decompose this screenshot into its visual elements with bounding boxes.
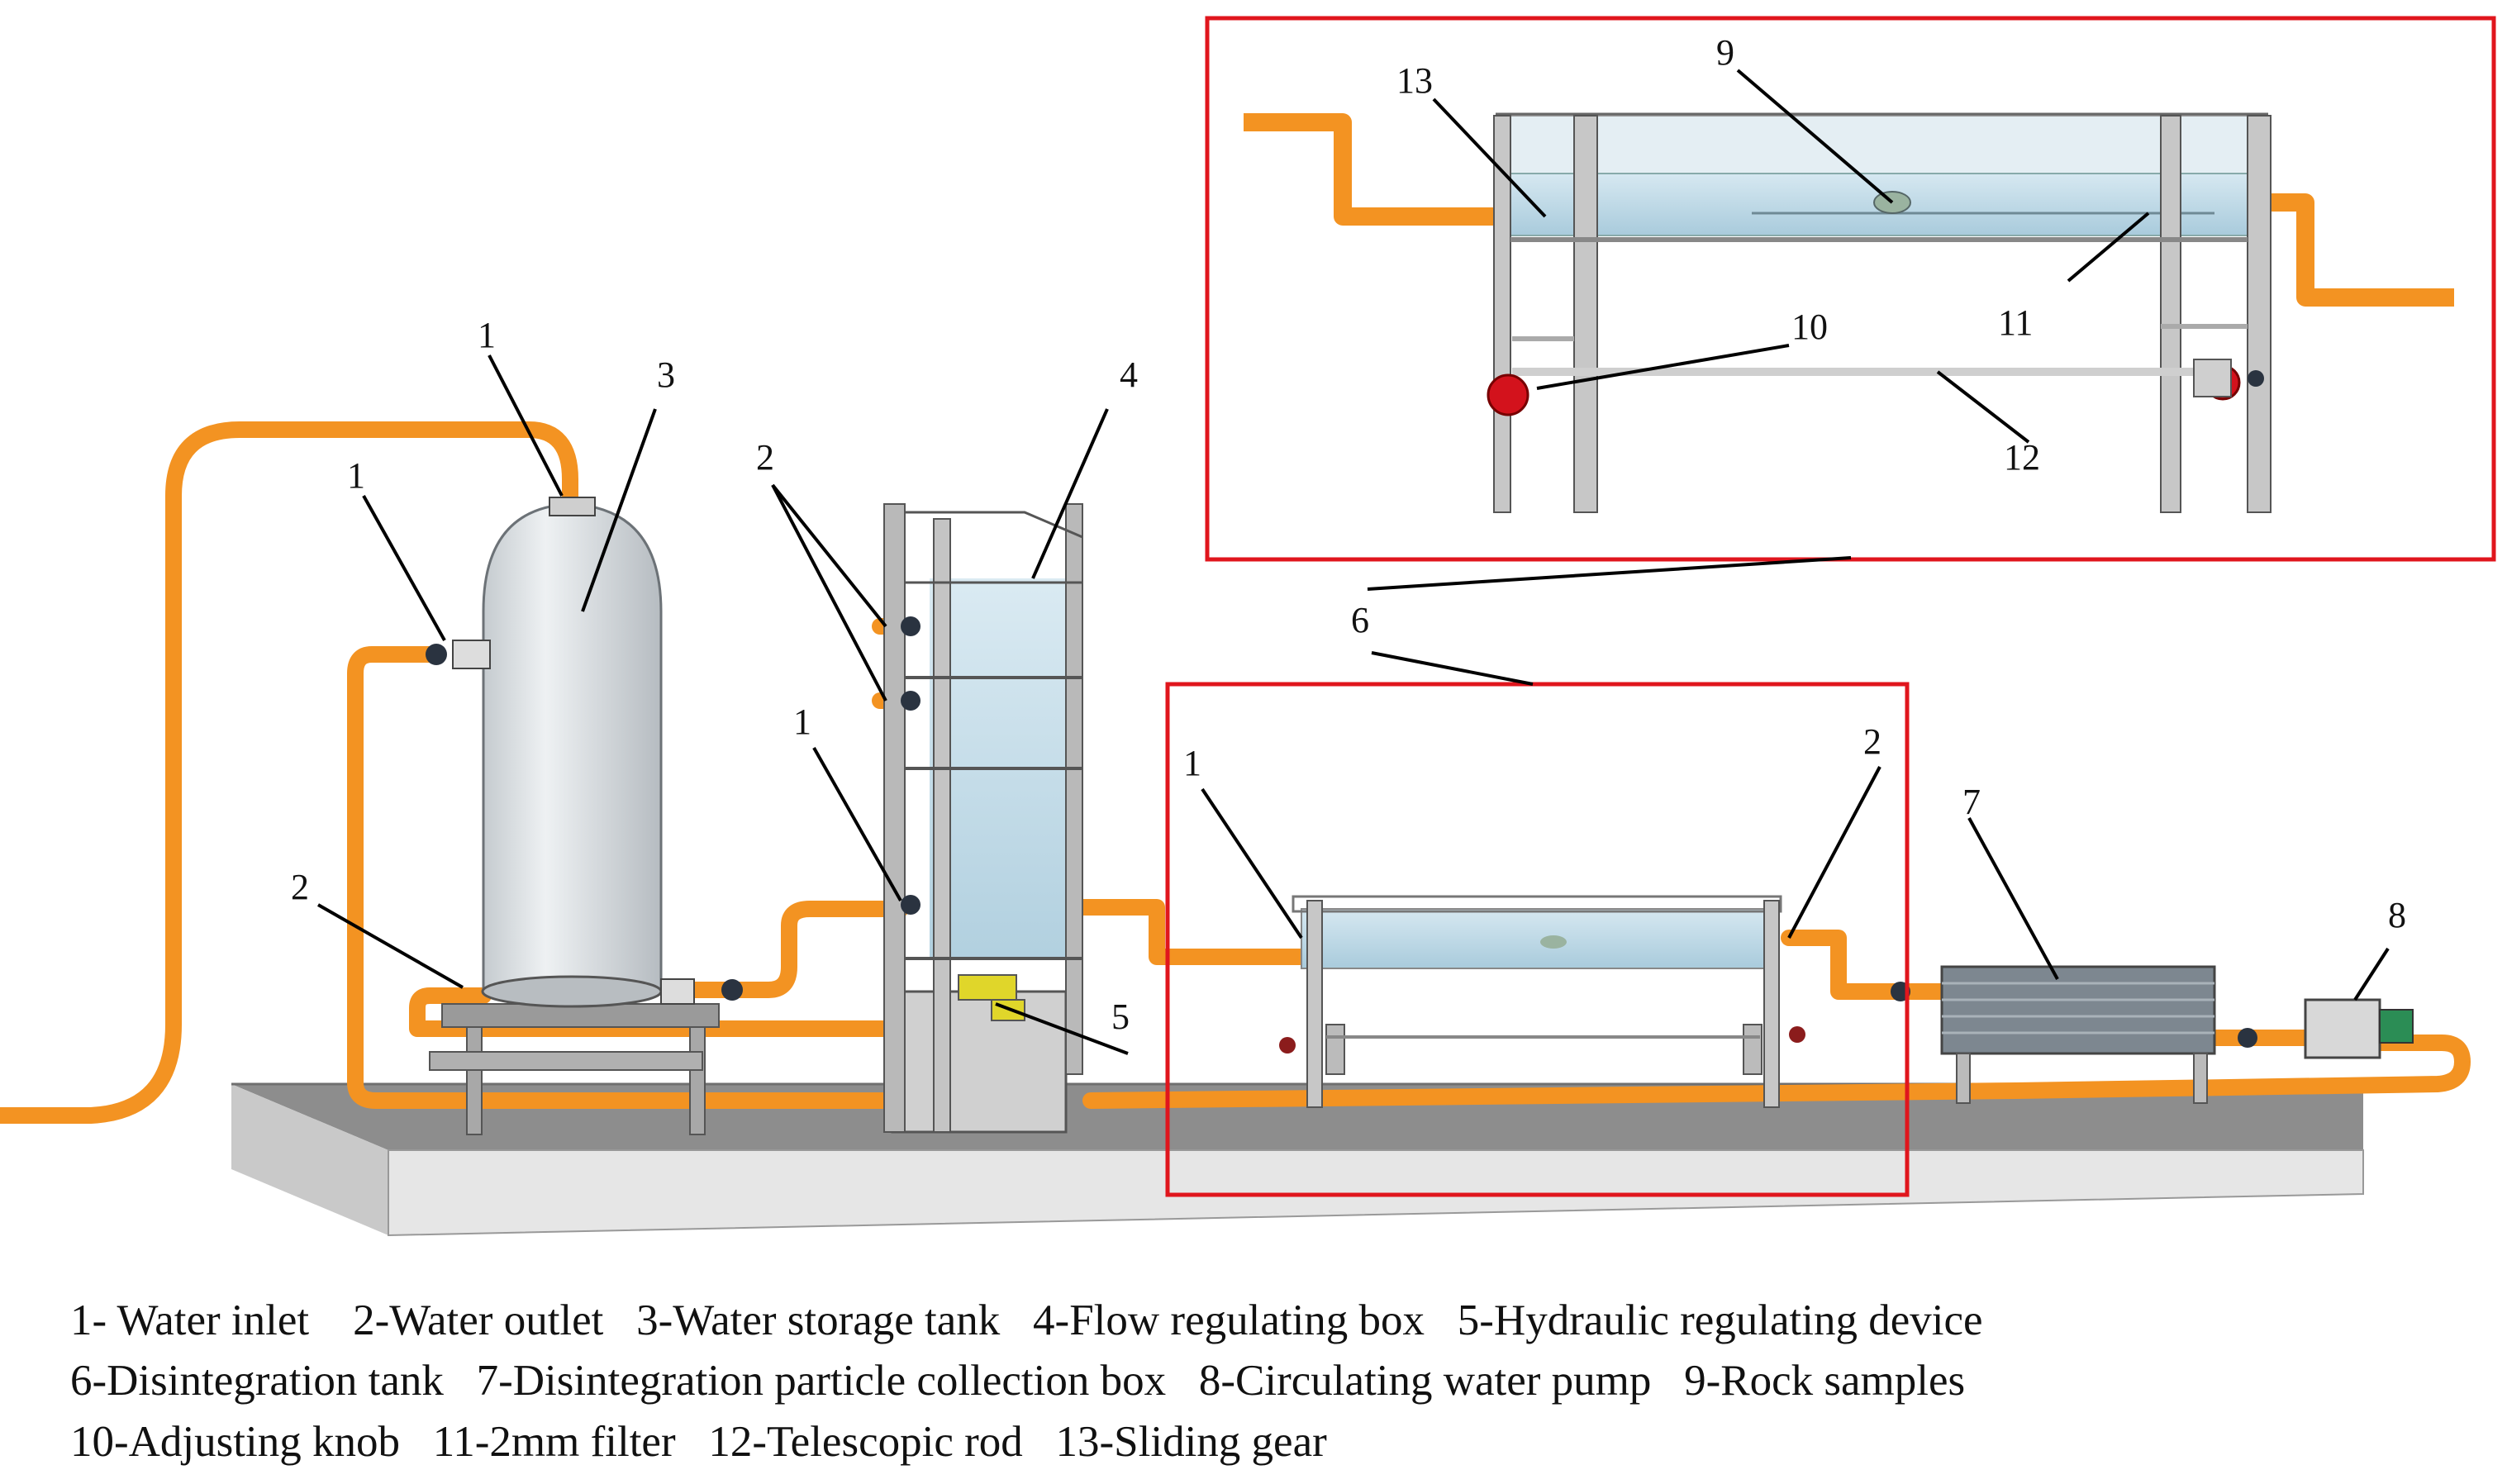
callout-pump: 8 (2388, 895, 2406, 935)
zoom-inlet-pipe (1244, 113, 1553, 226)
flow-regulating-box (883, 503, 1083, 1134)
callout-flowbox-inlet: 1 (793, 702, 811, 742)
zoom-connector-upper (1367, 556, 1852, 591)
water-storage-tank (426, 497, 743, 1135)
main-tank-highlight-frame (1165, 682, 1910, 1197)
legend: 1- Water inlet 2-Water outlet 3-Water st… (70, 1296, 1983, 1466)
flowbox-to-dt-pipe (1070, 899, 1314, 965)
callout-numbers: 1 1 3 2 2 4 1 5 6 1 2 7 8 9 10 11 12 13 (291, 32, 2406, 1037)
callout-storage-tank: 3 (657, 354, 675, 395)
callout-collection-box: 7 (1962, 782, 1981, 822)
legend-line-1: 1- Water inlet 2-Water outlet 3-Water st… (70, 1296, 1983, 1344)
legend-line-3: 10-Adjusting knob 11-2mm filter 12-Teles… (70, 1418, 1327, 1466)
callout-flowbox-outlets: 2 (756, 437, 774, 478)
callout-sliding-gear: 13 (1396, 60, 1433, 101)
zoom-knob-left (1487, 373, 1529, 416)
circulating-water-pump (2238, 998, 2414, 1059)
disintegration-tank (1279, 895, 1910, 1108)
particle-collection-box (1940, 965, 2216, 1104)
callout-flow-box: 4 (1120, 354, 1138, 395)
legend-line-2: 6-Disintegration tank 7-Disintegration p… (70, 1357, 1965, 1405)
main-inlet-pipe (0, 421, 578, 1124)
callout-dt-outlet: 2 (1863, 721, 1881, 762)
callout-adjusting-knob: 10 (1791, 307, 1828, 347)
tank-side-inlet-pipe (347, 646, 924, 1109)
callout-tank-inlet-top: 1 (478, 315, 496, 355)
callout-disintegration-tank: 6 (1351, 600, 1369, 640)
return-pipe (1082, 1035, 2471, 1109)
callout-filter: 11 (1998, 302, 2033, 343)
callout-tank-outlet: 2 (291, 867, 309, 907)
zoom-connector-lower (1371, 651, 1534, 686)
leader-lines (317, 69, 2390, 1055)
callout-dt-inlet: 1 (1183, 743, 1201, 783)
zoom-outlet-pipe (2268, 193, 2454, 307)
callout-hydraulic-device: 5 (1111, 996, 1130, 1037)
tank-outlet-pipe (686, 901, 909, 998)
callout-telescopic-rod: 12 (2004, 437, 2040, 478)
zoom-inset (1244, 112, 2454, 513)
callout-rock-samples: 9 (1716, 32, 1734, 73)
tank-bottom-pipe (409, 987, 901, 1037)
callout-tank-inlet-side: 1 (347, 455, 365, 496)
dt-to-collection-pipe (1781, 930, 1954, 1000)
